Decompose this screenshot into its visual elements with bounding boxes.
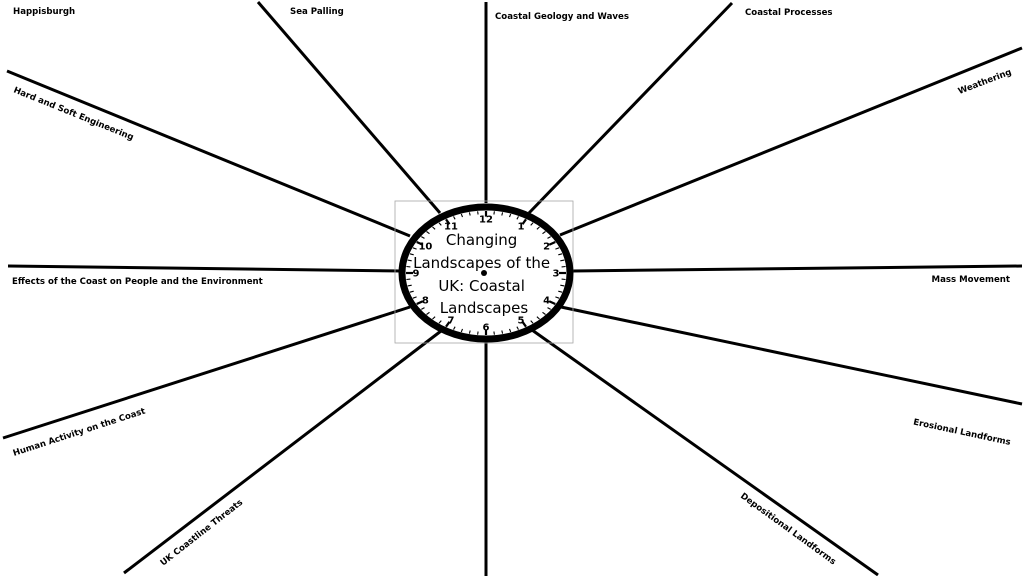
clock-tick	[548, 300, 556, 305]
clock-number-12: 12	[479, 215, 493, 226]
clock-tick	[407, 259, 412, 262]
clock-tick	[558, 253, 563, 256]
clock-number-3: 3	[553, 269, 560, 280]
spoke-erosional-landforms	[560, 305, 1023, 406]
clock-tick	[560, 284, 565, 287]
clock-tick	[416, 300, 424, 305]
clock-number-2: 2	[543, 242, 550, 253]
clock-tick	[421, 307, 425, 310]
spoke-human-activity	[2, 305, 411, 440]
label-coastal-processes: Coastal Processes	[745, 8, 833, 18]
clock-number-5: 5	[518, 315, 525, 326]
label-depositional-landforms: Depositional Landforms	[738, 491, 837, 567]
clock-tick	[416, 241, 424, 246]
clock-tick	[438, 320, 442, 324]
label-uk-threats: UK Coastline Threats	[159, 498, 245, 569]
clock-tick	[516, 326, 519, 330]
label-coastal-geology: Coastal Geology and Waves	[495, 12, 629, 22]
clock-tick	[477, 211, 479, 215]
label-happisburgh: Happisburgh	[13, 7, 75, 17]
clock-tick	[555, 296, 560, 299]
spoke-depositional-landforms	[531, 328, 879, 576]
clock-tick	[468, 330, 471, 334]
clock-tick	[412, 247, 417, 250]
clock-ticks	[406, 211, 566, 335]
center-title: Changing Landscapes of the UK: Coastal L…	[413, 231, 555, 317]
clock-tick	[493, 211, 495, 215]
clock-tick	[508, 328, 512, 333]
clock-tick	[555, 247, 560, 250]
spoke-mass-movement	[571, 264, 1023, 273]
clock-tick	[547, 307, 551, 310]
clock-number-9: 9	[413, 269, 420, 280]
label-erosional-landforms: Erosional Landforms	[912, 418, 1011, 448]
clock-tick	[501, 330, 504, 334]
spoke-sea-palling	[256, 1, 442, 214]
clock-tick	[445, 218, 451, 225]
clock-tick	[542, 231, 546, 235]
clock-tick	[558, 290, 563, 293]
spoke-effects	[7, 264, 403, 273]
center-title-line-2: Landscapes of the	[413, 254, 550, 272]
clock-tick	[460, 213, 464, 218]
clock-tick	[508, 213, 512, 218]
clock-number-11: 11	[444, 222, 458, 233]
clock-tick	[445, 321, 451, 328]
clock-tick	[432, 316, 436, 320]
clock-tick	[426, 231, 430, 235]
clock-tick	[560, 259, 565, 262]
label-effects: Effects of the Coast on People and the E…	[12, 277, 263, 287]
clock-number-7: 7	[448, 315, 455, 326]
clock-tick	[438, 222, 442, 226]
clock-tick	[409, 290, 414, 293]
clock-tick	[542, 311, 546, 315]
clock-tick	[407, 284, 412, 287]
clock-tick	[493, 331, 495, 335]
spoke-weathering	[559, 46, 1023, 237]
clock-tick	[521, 321, 527, 328]
clock-tick	[477, 331, 479, 335]
clock-tick	[453, 326, 456, 330]
spoke-hard-soft-engineering	[6, 69, 411, 238]
clock-tick	[468, 212, 471, 216]
spoke-coastal-processes	[527, 1, 734, 215]
clock-tick	[453, 216, 456, 220]
clock-tick	[536, 316, 540, 320]
spoke-uk-threats	[123, 329, 442, 575]
clock-tick	[412, 296, 417, 299]
center-title-line-4: Landscapes	[440, 299, 529, 317]
clock-tick	[548, 241, 556, 246]
clock-tick	[547, 236, 551, 239]
clock-number-1: 1	[518, 222, 525, 233]
clock-tick	[530, 222, 534, 226]
clock-number-10: 10	[418, 242, 432, 253]
clock-tick	[409, 253, 414, 256]
clock-tick	[501, 212, 504, 216]
center-title-line-1: Changing	[446, 231, 517, 249]
clock-number-4: 4	[543, 296, 550, 307]
clock-tick	[460, 328, 464, 333]
clock-number-8: 8	[422, 296, 429, 307]
clock-tick	[521, 218, 527, 225]
clock-number-6: 6	[483, 323, 490, 334]
label-sea-palling: Sea Palling	[290, 7, 344, 17]
clock-tick	[530, 320, 534, 324]
clock-tick	[426, 311, 430, 315]
clock-tick	[432, 226, 436, 230]
clock-tick	[516, 216, 519, 220]
label-mass-movement: Mass Movement	[932, 275, 1010, 285]
clock-center-dot	[481, 270, 487, 276]
center-title-line-3: UK: Coastal	[438, 277, 525, 295]
clock-tick	[421, 236, 425, 239]
clock-tick	[536, 226, 540, 230]
